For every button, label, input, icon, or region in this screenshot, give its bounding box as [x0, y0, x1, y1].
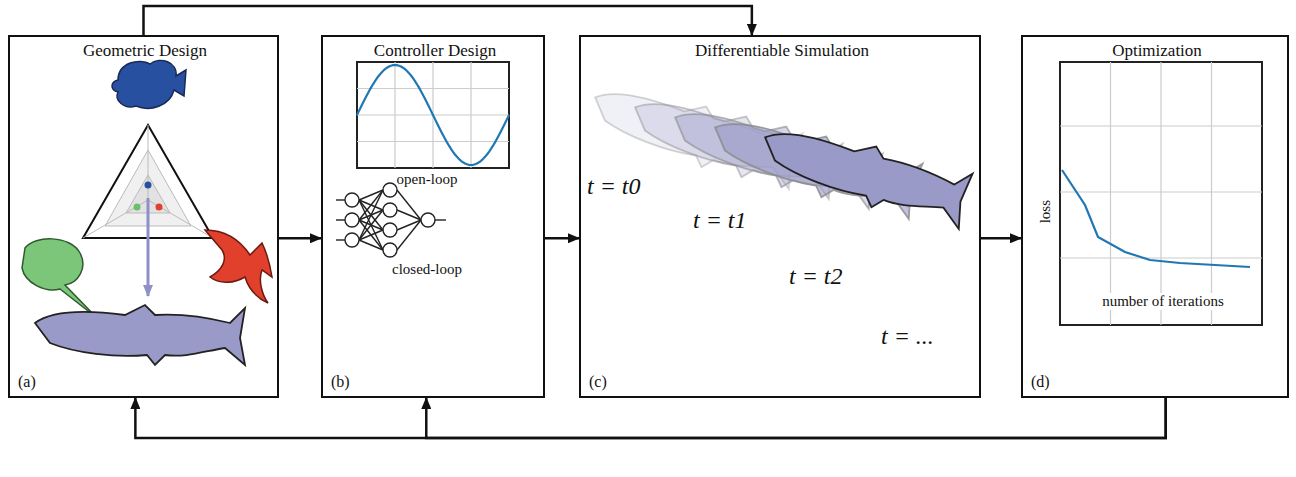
blue-fish-part — [112, 60, 186, 108]
plot-caption: open-loop — [397, 171, 458, 188]
neural-network-part — [421, 213, 435, 227]
loss-plot-part-part — [1160, 62, 1161, 325]
sine-plot-part — [357, 62, 509, 168]
panel-tag: (c) — [589, 373, 607, 391]
neural-network-part — [383, 223, 397, 237]
flow-arrow — [144, 6, 752, 35]
sine-plot-part-part — [357, 88, 509, 89]
loss-plot — [1060, 62, 1262, 325]
blue-fish — [112, 60, 186, 108]
neural-network-part — [345, 233, 359, 247]
design-triangle-part — [148, 200, 213, 238]
design-triangle-part — [147, 198, 150, 296]
design-triangle-part — [83, 200, 148, 238]
fish-trail-part — [755, 120, 973, 229]
neural-network-part — [383, 243, 397, 257]
panel-title: Controller Design — [374, 41, 496, 61]
design-triangle — [83, 125, 213, 296]
design-triangle-part — [134, 204, 141, 211]
flow-arrow — [279, 237, 321, 240]
neural-network-part — [383, 183, 397, 197]
panel-title: Differentiable Simulation — [695, 41, 869, 61]
flow-arrow — [426, 398, 1165, 438]
network-caption: closed-loop — [392, 261, 462, 278]
design-triangle-part — [145, 182, 152, 189]
time-label: t = ... — [881, 323, 934, 351]
neural-network-part — [359, 230, 383, 240]
neural-network-part — [336, 239, 345, 240]
panel-box: Differentiable Simulation t = t0 t = t1 t =… — [579, 35, 981, 398]
panel-box: Optimization loss number of iterations (d) — [1021, 35, 1289, 398]
panel-box: Geometric Design (a) — [8, 35, 279, 398]
neural-network-part — [336, 199, 345, 200]
neural-network-part — [345, 193, 359, 207]
axis-label: loss — [1037, 200, 1054, 223]
neural-network-part — [345, 213, 359, 227]
loss-plot-part-part — [1211, 62, 1212, 325]
neural-network-part — [359, 210, 383, 240]
panel-box: Controller Design open-loop closed-loop (b) — [321, 35, 545, 398]
red-manta — [205, 230, 272, 303]
neural-network-part — [336, 219, 345, 220]
purple-fish-part — [35, 305, 245, 365]
loss-plot-part-part — [1060, 191, 1262, 192]
red-manta-part — [205, 230, 272, 303]
sine-plot-part — [357, 65, 509, 165]
sine-plot — [357, 62, 509, 168]
flow-arrow — [135, 398, 1165, 438]
panel-tag: (d) — [1031, 373, 1050, 391]
panel-tag: (b) — [331, 373, 350, 391]
panel-tag: (a) — [18, 373, 36, 391]
green-stingray-part — [22, 239, 97, 318]
neural-network-part — [359, 190, 383, 240]
purple-fish — [35, 305, 245, 365]
design-triangle-part — [156, 204, 163, 211]
flow-arrow — [545, 237, 579, 240]
loss-plot-part-part — [1110, 62, 1111, 325]
neural-network — [336, 183, 446, 257]
loss-plot-part-part — [1060, 257, 1262, 258]
loss-plot-part — [1060, 62, 1262, 325]
design-triangle-part — [148, 125, 149, 200]
neural-network-part — [397, 210, 421, 220]
green-stingray — [22, 239, 97, 318]
loss-plot-part — [1062, 170, 1250, 267]
neural-network-part — [397, 190, 421, 220]
sine-plot-part — [357, 62, 509, 168]
neural-network-part — [435, 219, 446, 220]
time-label: t = t2 — [789, 263, 843, 291]
flow-arrow — [981, 237, 1021, 240]
fish-trail — [585, 80, 973, 229]
time-label: t = t1 — [693, 207, 747, 235]
loss-plot-part-part — [1060, 125, 1262, 126]
neural-network-part — [383, 203, 397, 217]
neural-network-part — [397, 220, 421, 250]
panel-title: Geometric Design — [83, 41, 207, 61]
loss-plot-part — [1060, 62, 1262, 325]
neural-network-part — [359, 240, 383, 250]
time-label: t = t0 — [587, 173, 641, 201]
axis-label: number of iterations — [1099, 293, 1227, 310]
sine-plot-part-part — [357, 141, 509, 142]
neural-network-part — [359, 200, 383, 250]
panel-title: Optimization — [1112, 41, 1202, 61]
